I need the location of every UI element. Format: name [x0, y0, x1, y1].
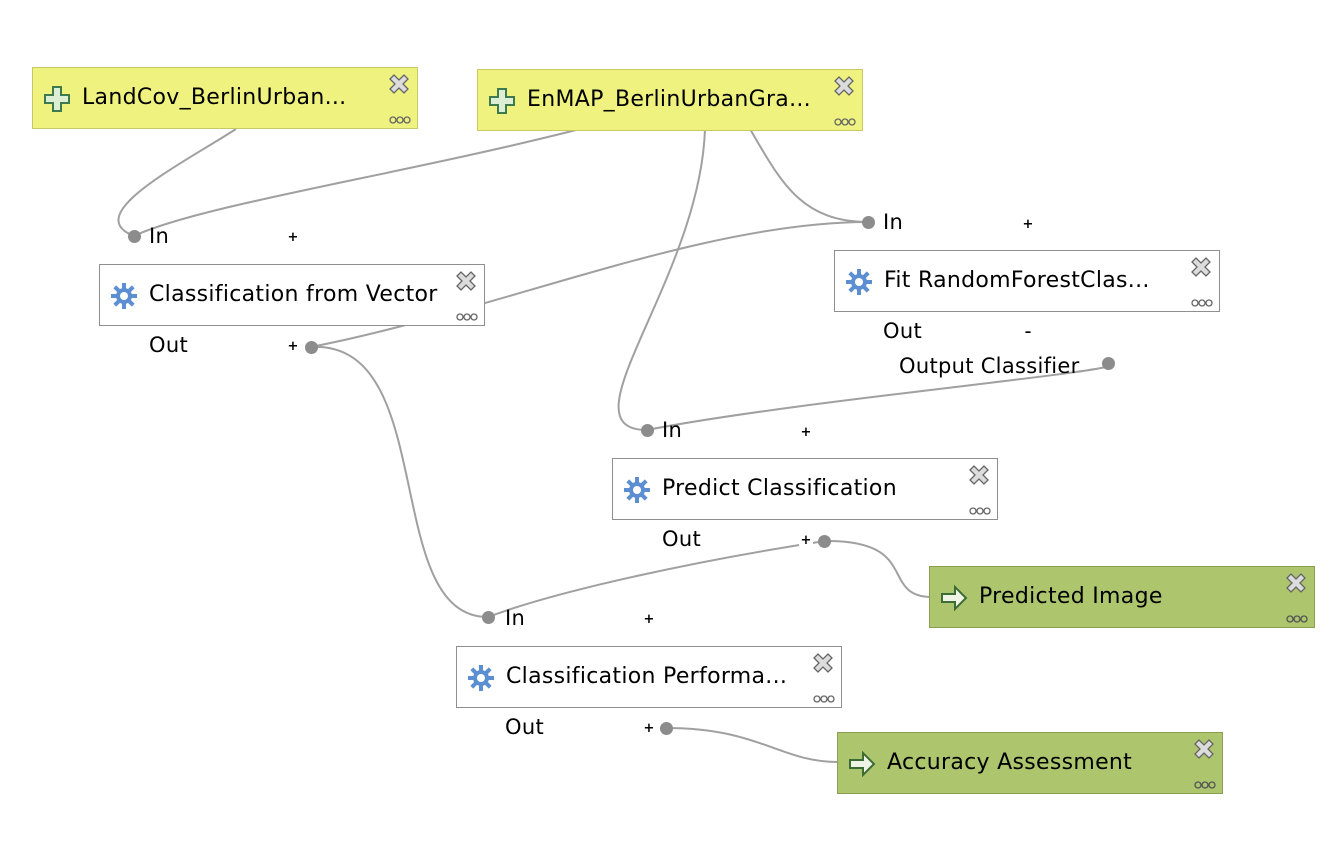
- close-icon[interactable]: [387, 72, 411, 96]
- edge-enmap-to-fitrf: [749, 128, 869, 223]
- expand-outputs-toggle[interactable]: +: [286, 339, 300, 354]
- algorithm-node-predict-classification[interactable]: Predict Classification: [612, 458, 998, 520]
- close-icon[interactable]: [967, 463, 991, 487]
- edge-predict-to-perf: [487, 540, 826, 618]
- algorithm-node-fit-randomforest[interactable]: Fit RandomForestClas...: [834, 250, 1220, 312]
- algorithm-node-classification-performance[interactable]: Classification Performa...: [456, 646, 842, 708]
- expand-inputs-toggle[interactable]: +: [642, 612, 656, 627]
- more-icon[interactable]: [969, 506, 991, 516]
- output-classifier-label: Output Classifier: [899, 354, 1080, 378]
- expand-outputs-toggle[interactable]: +: [642, 721, 656, 736]
- more-icon[interactable]: [1194, 780, 1216, 790]
- more-icon[interactable]: [456, 312, 478, 322]
- close-icon[interactable]: [1284, 571, 1308, 595]
- close-icon[interactable]: [1192, 737, 1216, 761]
- edge-predict-to-predicted-image: [824, 539, 931, 598]
- gear-icon: [111, 283, 137, 309]
- output-node-accuracy-assessment[interactable]: Accuracy Assessment: [837, 732, 1223, 794]
- close-icon[interactable]: [454, 269, 478, 293]
- input-node-label: EnMAP_BerlinUrbanGra...: [527, 87, 811, 112]
- input-port-dot[interactable]: [641, 424, 654, 437]
- edge-perf-to-accuracy: [665, 727, 839, 763]
- algorithm-node-label: Classification from Vector: [149, 282, 438, 307]
- arrow-right-icon: [941, 584, 968, 612]
- algorithm-node-classification-from-vector[interactable]: Classification from Vector: [99, 264, 485, 326]
- edge-classvec-to-perf: [310, 345, 489, 618]
- gear-icon: [624, 477, 650, 503]
- output-port-dot[interactable]: [818, 535, 831, 548]
- out-port-label: Out: [505, 715, 544, 739]
- algorithm-node-label: Classification Performa...: [506, 664, 788, 689]
- output-port-dot[interactable]: [305, 341, 318, 354]
- more-icon[interactable]: [834, 117, 856, 127]
- output-node-label: Accuracy Assessment: [887, 750, 1133, 775]
- out-port-label: Out: [149, 333, 188, 357]
- edge-enmap-to-classvec: [133, 128, 581, 237]
- more-icon[interactable]: [813, 694, 835, 704]
- gear-icon: [468, 665, 494, 691]
- close-icon[interactable]: [811, 651, 835, 675]
- input-node-enmap[interactable]: EnMAP_BerlinUrbanGra...: [477, 69, 863, 131]
- more-icon[interactable]: [1191, 298, 1213, 308]
- expand-outputs-toggle[interactable]: +: [799, 533, 813, 548]
- output-node-predicted-image[interactable]: Predicted Image: [929, 566, 1315, 628]
- input-port-dot[interactable]: [862, 216, 875, 229]
- plus-icon: [489, 88, 515, 114]
- input-port-dot[interactable]: [482, 611, 495, 624]
- out-port-label: Out: [883, 319, 922, 343]
- algorithm-node-label: Predict Classification: [662, 476, 897, 501]
- more-icon[interactable]: [389, 115, 411, 125]
- in-port-label: In: [883, 210, 904, 234]
- more-icon[interactable]: [1286, 614, 1308, 624]
- edge-landcov-to-classvec: [117, 128, 237, 237]
- gear-icon: [846, 269, 872, 295]
- collapse-outputs-toggle[interactable]: –: [1021, 326, 1035, 340]
- in-port-label: In: [149, 224, 170, 248]
- edge-enmap-to-predict: [617, 128, 706, 431]
- in-port-label: In: [505, 606, 526, 630]
- expand-inputs-toggle[interactable]: +: [1021, 217, 1035, 232]
- edge-classvec-to-fitrf: [310, 221, 869, 348]
- expand-inputs-toggle[interactable]: +: [799, 425, 813, 440]
- out-port-label: Out: [662, 527, 701, 551]
- edge-fitrf-to-predict: [646, 363, 1112, 431]
- arrow-right-icon: [849, 750, 876, 778]
- close-icon[interactable]: [832, 74, 856, 98]
- output-port-dot[interactable]: [1102, 357, 1115, 370]
- output-port-dot[interactable]: [660, 722, 673, 735]
- input-port-dot[interactable]: [128, 230, 141, 243]
- close-icon[interactable]: [1189, 255, 1213, 279]
- in-port-label: In: [662, 418, 683, 442]
- input-node-label: LandCov_BerlinUrban...: [82, 85, 347, 110]
- expand-inputs-toggle[interactable]: +: [286, 230, 300, 245]
- plus-icon: [44, 86, 70, 112]
- output-node-label: Predicted Image: [979, 584, 1163, 609]
- algorithm-node-label: Fit RandomForestClas...: [884, 268, 1150, 293]
- input-node-landcov[interactable]: LandCov_BerlinUrban...: [32, 67, 418, 129]
